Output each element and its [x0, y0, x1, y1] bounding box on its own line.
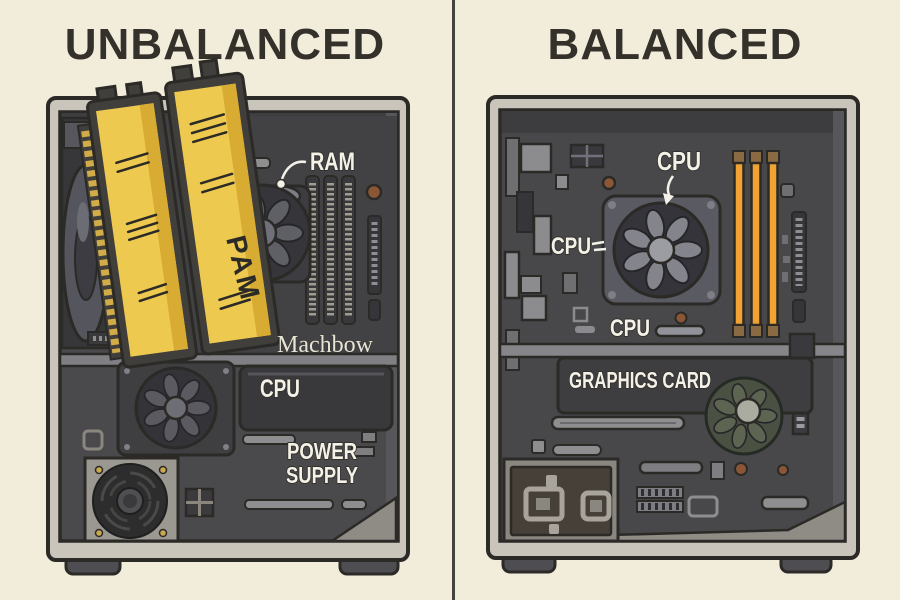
- ram-sticks: [732, 150, 780, 338]
- svg-text:POWER: POWER: [287, 438, 357, 464]
- edge-connectors: [365, 183, 383, 321]
- cpu-top-label: CPU: [657, 146, 701, 176]
- ram-slots: [305, 175, 356, 325]
- power-supply-unit: [502, 457, 620, 543]
- bottom-case-fan: [116, 360, 236, 457]
- graphics-card: [531, 356, 814, 456]
- unbalanced-pc-case-illustration: PAM RAM Machbow CPU POWER SUPPLY: [46, 58, 410, 576]
- cpu-top-callout: CPU: [656, 145, 702, 205]
- balanced-pc-case-illustration: CPU CPU CPU GRAPHICS CARD: [486, 95, 860, 574]
- cpu-left-callout: CPU: [550, 232, 607, 261]
- cpu-label: CPU: [260, 375, 300, 403]
- ram-callout: RAM: [275, 147, 356, 190]
- svg-text:SUPPLY: SUPPLY: [286, 462, 358, 488]
- edge-connectors: [782, 211, 807, 323]
- cpu-block: [238, 364, 394, 432]
- graphics-card-label: GRAPHICS CARD: [569, 367, 711, 393]
- cpu-row-components: [654, 311, 706, 338]
- power-supply-label: POWER SUPPLY: [285, 437, 359, 489]
- ram-gold-pins: [81, 130, 122, 354]
- psu-area-components: [82, 429, 398, 543]
- gpu-fan: [704, 376, 784, 456]
- motherboard-components: [569, 143, 795, 333]
- cpu-cooler-fan: [601, 194, 722, 306]
- ram-label: RAM: [310, 148, 355, 176]
- unbalanced-title: UNBALANCED: [64, 20, 386, 69]
- balanced-title: BALANCED: [547, 20, 803, 69]
- case-speaker: [83, 456, 180, 543]
- io-bracket-column: [503, 137, 578, 371]
- cpu-bottom-label: CPU: [610, 315, 650, 342]
- motherboard-label: Machbow: [277, 332, 374, 358]
- oversized-ram-sticks: PAM: [76, 58, 281, 369]
- cpu-left-label: CPU: [551, 233, 591, 260]
- panel-divider: [452, 0, 455, 600]
